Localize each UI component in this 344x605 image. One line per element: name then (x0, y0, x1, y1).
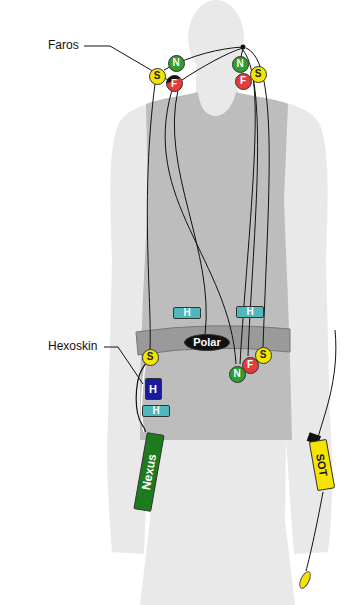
node-text: H (183, 308, 190, 318)
callout-label: Faros (48, 39, 79, 52)
node-text: F (247, 360, 253, 370)
node-text: H (246, 307, 253, 317)
nexus-device: Nexus (133, 432, 164, 512)
body-silhouette (107, 66, 332, 605)
node-text: S (154, 71, 161, 81)
temperature-probe (298, 570, 313, 590)
hexoskin-sensor: H (142, 405, 170, 417)
node-text: Polar (193, 337, 221, 348)
faros-device: F (166, 75, 183, 92)
node-text: H (149, 384, 157, 395)
leader-line (84, 46, 168, 80)
electrode-s: S (250, 66, 267, 83)
sot-device: SOT (309, 439, 335, 491)
node-text: N (233, 369, 240, 379)
node-text: Nexus (140, 453, 158, 491)
electrode-n: N (229, 366, 246, 383)
wire-junction (241, 45, 246, 50)
electrode-f: F (235, 73, 252, 90)
electrode-s: S (142, 349, 159, 366)
electrode-s: S (149, 68, 166, 85)
node-text: SOT (315, 453, 330, 477)
node-text: S (255, 69, 262, 79)
node-text: S (260, 350, 267, 360)
electrode-n: N (168, 55, 185, 72)
node-text: N (172, 58, 179, 68)
polar-sensor: Polar (184, 334, 230, 351)
sensor-wires (147, 47, 336, 571)
hexoskin-device: H (145, 378, 162, 400)
node-text: F (171, 79, 177, 89)
hexoskin-sensor: H (173, 307, 201, 319)
node-text: F (240, 76, 246, 86)
electrode-n: N (232, 56, 249, 73)
callout-label: Hexoskin (48, 340, 97, 353)
node-text: N (236, 59, 243, 69)
node-text: S (147, 352, 154, 362)
node-text: H (152, 406, 159, 416)
hexoskin-sensor: H (236, 306, 264, 318)
leader-line (104, 347, 143, 384)
